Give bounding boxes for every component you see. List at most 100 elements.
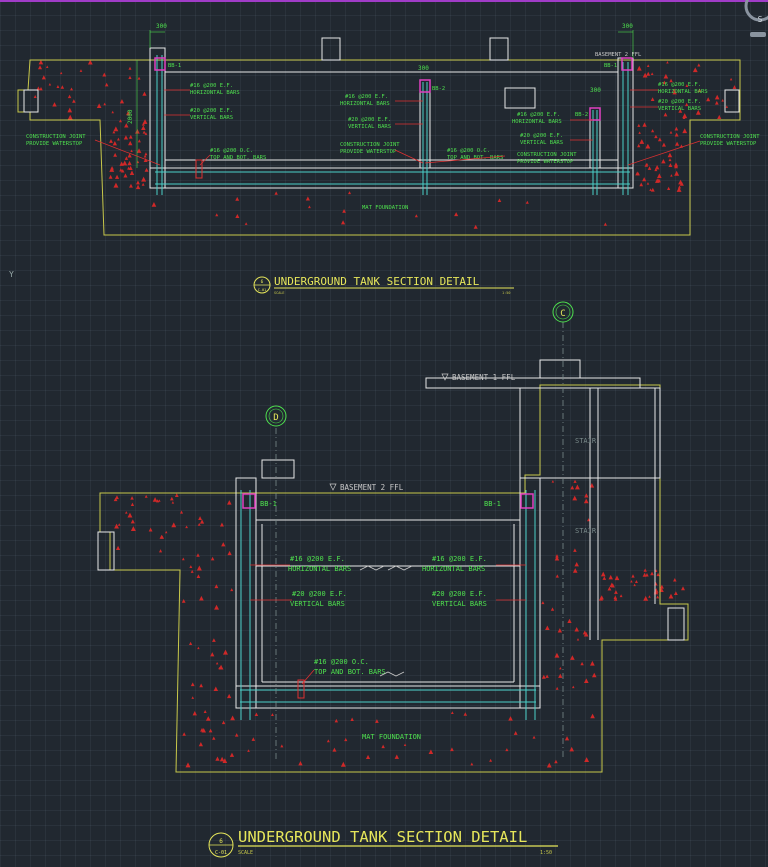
top-note-cj-left-1: CONSTRUCTION JOINT [26,134,86,140]
bottom-stair-structure [425,359,661,640]
top-note-tb-2: TOP AND BOT. BARS [210,155,266,161]
top-note-vt-mid-2: VERTICAL BARS [348,124,391,130]
bottom-note-hz-r-2: HORIZONTAL BARS [422,565,485,573]
top-note-hz-left-2: HORIZONTAL BARS [190,90,240,96]
dim-top-left: 300 [156,23,167,30]
bottom-tank-walls [235,459,541,709]
bottom-mat-label: MAT FOUNDATION [362,733,421,741]
top-beam-bb1-left [154,57,166,71]
bottom-note-vt-r-2: VERTICAL BARS [432,600,487,608]
bottom-note-vt-l-1: #20 @200 E.F. [292,590,347,598]
top-note-vt-r-1: #20 @200 E.F. [520,133,563,139]
top-basement-label: BASEMENT 2 FFL [595,52,642,58]
grid-label-c: C [560,309,565,319]
ucs-y-label: Y [9,270,14,279]
top-note-vt-rr-2: VERTICAL BARS [658,106,701,112]
bottom-waterstop [297,679,305,699]
top-scale-label: SCALE [274,291,285,295]
top-detail-title: UNDERGROUND TANK SECTION DETAIL [274,275,480,288]
bottom-beam-bb1-right [520,493,534,509]
dim-top-height: 2000 [127,109,134,124]
top-note-cj-r-1: CONSTRUCTION JOINT [517,152,577,158]
top-note-hz-left-1: #16 @200 E.F. [190,83,233,89]
top-note-tb-1: #16 @200 O.C. [210,148,253,154]
bottom-section-detail[interactable]: D C BASEMENT 1 FFL BASEMENT 2 FFL BB-1 B… [97,301,689,858]
top-mat-label: MAT FOUNDATION [362,205,408,211]
dim-top-mid: 300 [418,65,429,72]
top-callout-num: 6 [261,279,264,285]
top-note-cj-mid-2: PROVIDE WATERSTOP [340,149,397,155]
window-top-border [0,0,768,2]
top-note-vt-rr-1: #20 @200 E.F. [658,99,701,105]
bottom-note-hz-r-1: #16 @200 E.F. [432,555,487,563]
top-scale-value: 1:50 [502,291,510,295]
top-bb1-left: BB-1 [168,63,181,69]
bottom-callout-sheet: C-01 [215,850,227,856]
top-soil-outline [17,59,741,236]
bottom-detail-title: UNDERGROUND TANK SECTION DETAIL [238,828,527,846]
top-bb1-right: BB-1 [604,63,617,69]
dim-top-right: 300 [622,23,633,30]
top-leaders [94,89,701,166]
bottom-note-hz-l-1: #16 @200 E.F. [290,555,345,563]
compass-letter: S [758,15,763,24]
bottom-concrete-stipple [113,479,685,768]
top-waterstop [195,159,203,179]
top-title-block: 6 C-01 UNDERGROUND TANK SECTION DETAIL S… [253,275,514,295]
bottom-beam-bb1-left [242,493,256,509]
top-beam-bb1-right [621,57,633,71]
top-note-cj-r-2: PROVIDE WATERSTOP [517,159,574,165]
top-beam-bb2 [419,79,431,93]
top-tank-walls [149,37,634,189]
viewcube-compass[interactable]: S [736,0,768,40]
top-concrete-stipple [33,59,737,229]
bottom-note-vt-l-2: VERTICAL BARS [290,600,345,608]
grid-label-d: D [273,413,278,423]
bottom-scale-value: 1:50 [540,850,552,856]
top-note-vt-mid-1: #20 @200 E.F. [348,117,391,123]
dim-top-mid2: 300 [590,87,601,94]
bottom-left-pad [97,531,115,571]
top-right-pad [724,89,740,113]
top-note-vt-r-2: VERTICAL BARS [520,140,563,146]
top-bb2: BB-2 [432,86,445,92]
top-note-hz-rr-2: HORIZONTAL BARS [658,89,708,95]
bottom-basement1-label: BASEMENT 1 FFL [452,373,516,382]
bottom-note-hz-l-2: HORIZONTAL BARS [288,565,351,573]
bottom-soil-outline [99,384,689,773]
grid-bubble-c[interactable] [552,301,574,323]
bottom-note-tb-1: #16 @200 O.C. [314,658,369,666]
top-note-cj-left-2: PROVIDE WATERSTOP [26,141,83,147]
top-note-hz-rr-1: #16 @200 E.F. [658,82,701,88]
top-note-hz-mid-2: HORIZONTAL BARS [340,101,390,107]
bottom-leaders [250,564,526,685]
bottom-stair-1: STAIR [575,437,597,445]
bottom-note-vt-r-1: #20 @200 E.F. [432,590,487,598]
top-note-cj-right-2: PROVIDE WATERSTOP [700,141,757,147]
top-note-hz-r-1: #16 @200 E.F. [517,112,560,118]
bottom-rebar [240,490,536,720]
top-note-vt-left-1: #20 @200 E.F. [190,108,233,114]
bottom-grid-lines [275,322,564,760]
bottom-right-pad [667,607,685,641]
bottom-bb1-left: BB-1 [260,500,277,508]
top-note-tb2-1: #16 @200 O.C. [447,148,490,154]
bottom-bb1-right: BB-1 [484,500,501,508]
top-left-pad [23,89,39,113]
bottom-callout-num: 6 [219,838,223,845]
top-note-vt-left-2: VERTICAL BARS [190,115,233,121]
bottom-stair-2: STAIR [575,527,597,535]
top-rebar [155,55,630,195]
top-section-detail[interactable]: 300 300 300 300 2000 BASEMENT 2 FFL BB-1… [17,23,760,295]
top-note-cj-mid-1: CONSTRUCTION JOINT [340,142,400,148]
bottom-title-block: 6 C-01 UNDERGROUND TANK SECTION DETAIL S… [208,828,558,858]
grid-bubble-d[interactable] [265,405,287,427]
top-note-cj-right-1: CONSTRUCTION JOINT [700,134,760,140]
top-note-hz-r-2: HORIZONTAL BARS [512,119,562,125]
bottom-note-tb-2: TOP AND BOT. BARS [314,668,386,676]
top-note-hz-mid-1: #16 @200 E.F. [345,94,388,100]
top-bb2b: BB-2 [575,112,588,118]
